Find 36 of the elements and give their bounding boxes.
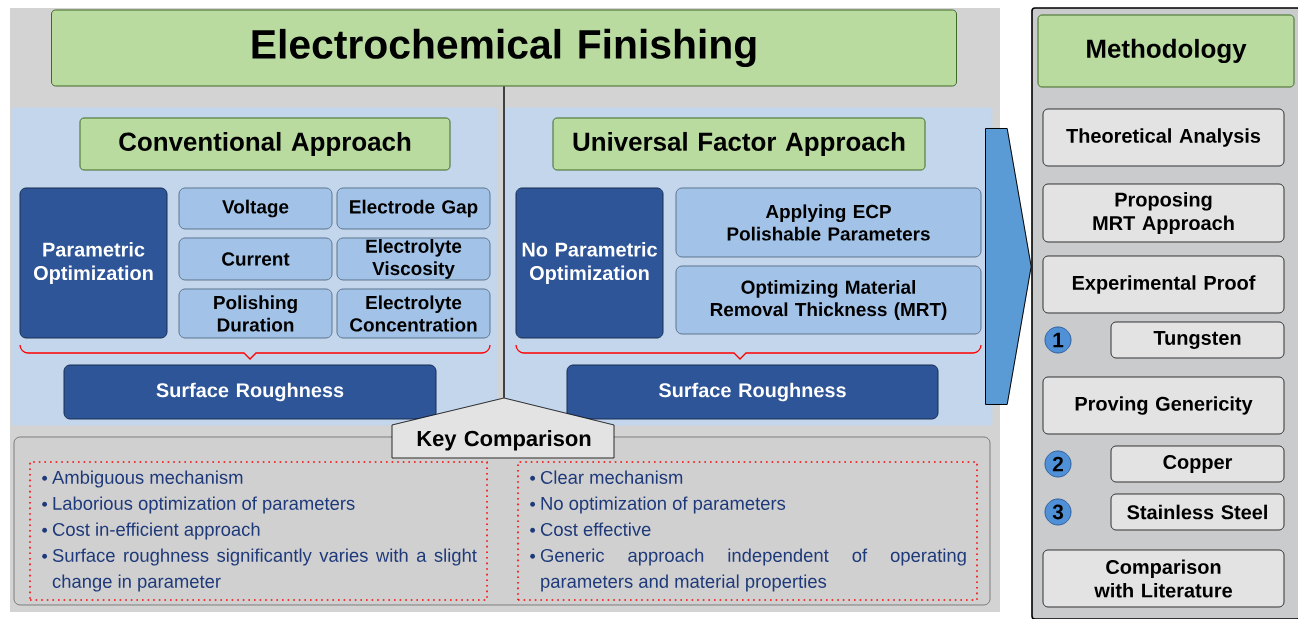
category-box: No Parametric Optimization xyxy=(515,187,664,339)
category-box: Parametric Optimization xyxy=(19,187,168,339)
step-box: Proposing MRT Approach xyxy=(1042,183,1285,243)
step-box: Proving Genericity xyxy=(1042,376,1285,435)
bullet-text: Clear mechanism xyxy=(540,470,683,484)
result-box: Surface Roughness xyxy=(63,364,437,420)
parameter-box: Voltage xyxy=(178,187,333,230)
parameter-box: Applying ECP Polishable Parameters xyxy=(675,187,982,258)
parameter-box: Current xyxy=(178,237,333,281)
result-box: Surface Roughness xyxy=(566,364,939,420)
parameter-box: Electrolyte Concentration xyxy=(336,288,491,339)
parameter-box: Electrode Gap xyxy=(336,187,491,230)
header-box: Universal Factor Approach xyxy=(552,117,926,171)
parameter-box: Polishing Duration xyxy=(178,288,333,339)
step-box: Experimental Proof xyxy=(1042,255,1285,314)
bullet-text: Ambiguous mechanism xyxy=(52,470,243,488)
connector-line xyxy=(503,85,505,399)
step-box: Copper xyxy=(1110,445,1285,483)
bullet-text: Cost effective xyxy=(540,522,651,536)
bullet-text: Surface roughness significantly varies with a slight change in parameter xyxy=(52,548,477,592)
comparison-list xyxy=(517,461,978,601)
comparison-list xyxy=(29,461,488,601)
step-box: Tungsten xyxy=(1110,321,1285,359)
block-arrow xyxy=(985,128,1032,405)
bullet-text: Generic approach independent of operating parameters and material properties xyxy=(540,548,966,592)
bullet-text: Laborious optimization of parameters xyxy=(53,496,355,514)
step-box: Comparison with Literature xyxy=(1042,549,1285,608)
parameter-box: Optimizing Material Removal Thickness (MRT) xyxy=(675,265,982,335)
header-box: Conventional Approach xyxy=(79,117,451,171)
step-box: Theoretical Analysis xyxy=(1042,108,1285,167)
header-box: Methodology xyxy=(1037,14,1295,88)
step-box: Stainless Steel xyxy=(1110,493,1285,531)
bullet-text: No optimization of parameters xyxy=(541,496,786,514)
bullet-text: Cost in-efficient approach xyxy=(52,522,260,540)
parameter-box: Electrolyte Viscosity xyxy=(336,237,491,281)
title-box: Electrochemical Finishing xyxy=(51,9,957,87)
